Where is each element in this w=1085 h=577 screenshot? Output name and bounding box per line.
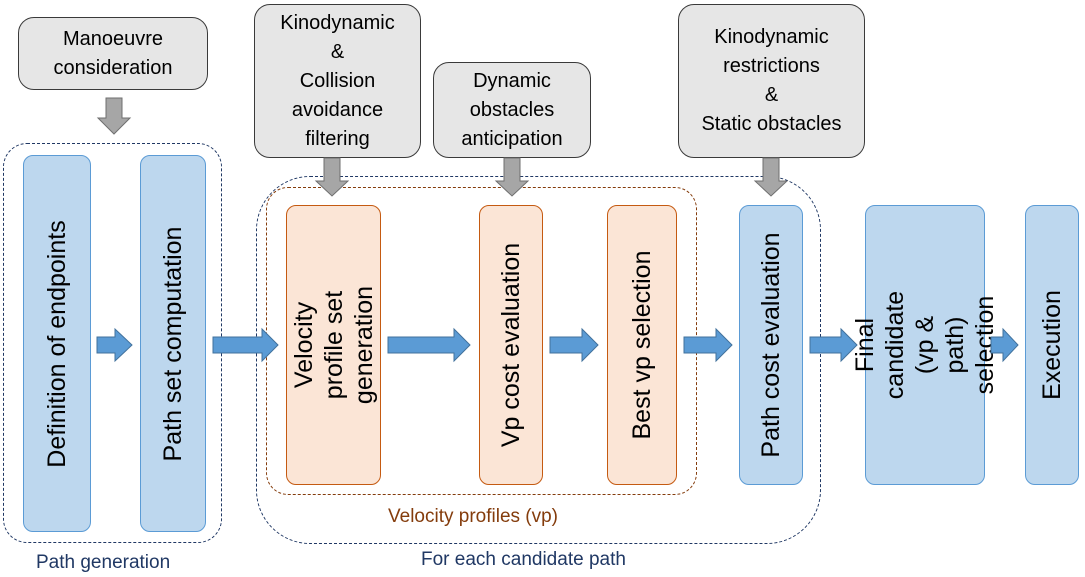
final-candidate-box: Final candidate (vp & path) selection [851, 205, 999, 485]
path-generation-label: Path generation [36, 552, 171, 573]
kinodynamic-static-box: Kinodynamic restrictions & Static obstac… [678, 4, 865, 158]
best-vp-selection-box: Best vp selection [607, 205, 677, 485]
vp-cost-evaluation-label: Vp cost evaluation [497, 242, 525, 448]
for-each-candidate-path-label: For each candidate path [421, 549, 626, 570]
dynamic-obstacles-box: Dynamic obstacles anticipation [433, 62, 591, 158]
velocity-profile-set-label: Velocity profile set generation [289, 285, 378, 405]
execution-box: Execution [1025, 205, 1079, 485]
vp-cost-evaluation-box: Vp cost evaluation [479, 205, 543, 485]
definition-of-endpoints-box: Definition of endpoints [23, 155, 91, 532]
execution-label: Execution [1038, 290, 1066, 400]
velocity-profile-set-box: Velocity profile set generation [286, 205, 381, 485]
final-candidate-label: Final candidate (vp & path) selection [851, 290, 999, 400]
kinodynamic-collision-box: Kinodynamic & Collision avoidance filter… [254, 4, 421, 158]
path-set-computation-label: Path set computation [159, 226, 187, 461]
input-arrow-manoeuvre [96, 97, 132, 135]
manoeuvre-consideration-box: Manoeuvre consideration [18, 17, 208, 90]
path-set-computation-box: Path set computation [140, 155, 206, 532]
best-vp-selection-label: Best vp selection [628, 250, 656, 440]
path-cost-evaluation-label: Path cost evaluation [757, 232, 785, 458]
path-cost-evaluation-box: Path cost evaluation [739, 205, 803, 485]
definition-of-endpoints-label: Definition of endpoints [43, 219, 71, 468]
velocity-profiles-label: Velocity profiles (vp) [388, 506, 559, 527]
